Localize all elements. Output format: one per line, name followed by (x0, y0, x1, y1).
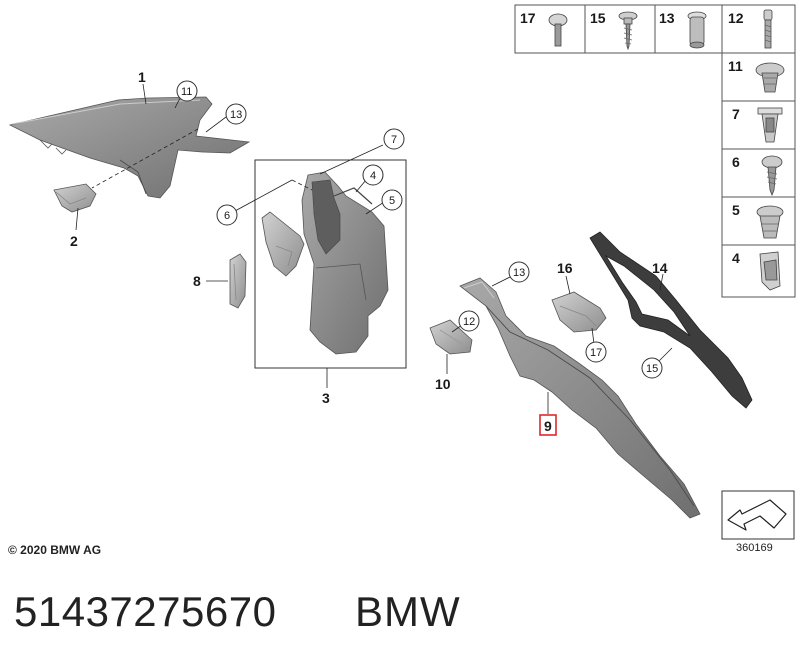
clip-11-icon (755, 62, 785, 93)
part-label-14: 14 (652, 260, 668, 276)
table-label-11: 11 (728, 58, 743, 74)
copyright-text: © 2020 BMW AG (8, 543, 102, 557)
spring-clip-4-icon (759, 251, 781, 291)
part-label-2: 2 (70, 233, 78, 249)
fastener-icons (548, 9, 785, 291)
fastener-table-labels: 17 15 13 12 11 7 6 5 4 (520, 10, 744, 266)
table-label-12: 12 (728, 10, 744, 26)
part-1-a-pillar-trim (8, 96, 251, 199)
diagram-number: 360169 (736, 542, 773, 554)
part-3-center-trim (301, 171, 389, 355)
part-label-8: 8 (193, 273, 201, 289)
table-label-15: 15 (590, 10, 606, 26)
table-label-6: 6 (732, 154, 740, 170)
callout-13-lower: 13 (513, 267, 525, 279)
part-labels: 1 2 3 8 10 16 14 9 (70, 69, 668, 436)
nut-13-icon (687, 11, 707, 49)
circled-callouts (176, 80, 663, 379)
highlight-box (539, 414, 557, 436)
part-3-group-box (254, 159, 407, 369)
part-16-bracket (551, 291, 607, 333)
callout-5: 5 (389, 195, 395, 207)
callout-13-upper: 13 (230, 109, 242, 121)
table-label-17: 17 (520, 10, 536, 26)
callout-4: 4 (370, 170, 376, 182)
clip-7-icon (757, 107, 783, 143)
screw-6-icon (761, 155, 783, 197)
table-label-7: 7 (732, 106, 740, 122)
table-label-5: 5 (732, 202, 740, 218)
part-label-9: 9 (544, 418, 552, 434)
fastener-table (514, 4, 796, 298)
part-label-1: 1 (138, 69, 146, 85)
part-9-pillar-trim (459, 277, 701, 519)
part-10-cover (429, 319, 473, 355)
part-number: 51437275670 (14, 588, 277, 635)
part-label-10: 10 (435, 376, 451, 392)
callout-11: 11 (181, 86, 192, 98)
part-2-cover (53, 183, 97, 213)
part-3-side-cover (261, 211, 305, 277)
clip-5-icon (756, 205, 784, 239)
bolt-12-icon (763, 9, 773, 49)
callout-12: 12 (463, 316, 475, 328)
circled-callout-labels: 11 13 7 6 4 5 13 12 17 15 (181, 86, 658, 375)
callout-6: 6 (224, 210, 230, 222)
rivet-17-icon (548, 13, 568, 47)
part-8-plug (229, 253, 247, 309)
part-14-seal (589, 231, 753, 409)
part-label-16: 16 (557, 260, 573, 276)
brand-name: BMW (355, 588, 461, 635)
screw-15-icon (618, 11, 638, 51)
part-label-3: 3 (322, 390, 330, 406)
callout-17: 17 (590, 347, 602, 359)
callout-15: 15 (646, 363, 658, 375)
leader-lines (75, 83, 673, 414)
direction-arrow-icon (721, 490, 795, 540)
table-label-4: 4 (732, 250, 740, 266)
table-label-13: 13 (659, 10, 675, 26)
callout-7: 7 (391, 134, 397, 146)
